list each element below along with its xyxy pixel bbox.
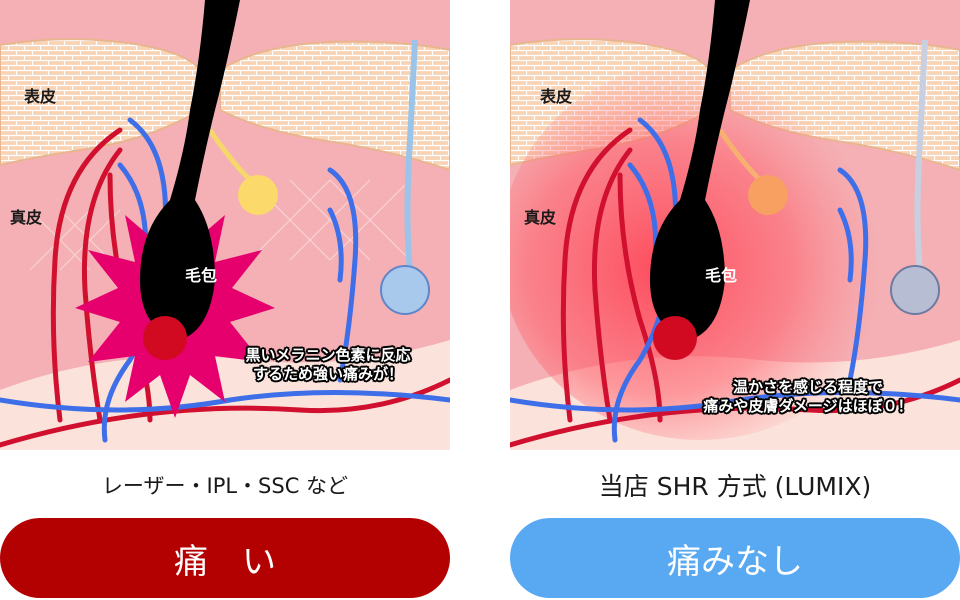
comfort-callout-line2: 痛みや皮膚ダメージはほぼ０！ [703,397,913,415]
sebaceous-gland [238,175,278,215]
sweat-gland [890,265,940,315]
dermis-label: 真皮 [10,208,43,227]
sweat-gland [380,265,430,315]
sebaceous-gland [748,175,788,215]
veins [0,117,450,443]
pain-callout-line2: するため強い痛みが！ [252,365,403,383]
shr-panel: 表皮 真皮 毛包 温かさを感じる程度で 痛みや皮膚ダメージはほぼ０！ 当店 SH… [510,0,960,600]
hair-shaft [140,0,240,340]
sweat-duct [914,39,928,271]
epidermis-label: 表皮 [540,87,573,106]
follicle-label: 毛包 [705,266,738,285]
dermis-label: 真皮 [524,208,557,227]
method-caption: 当店 SHR 方式 (LUMIX) [598,472,872,501]
epidermis-label: 表皮 [24,87,57,106]
skin-diagram-left [0,0,450,450]
hair-shaft [650,0,750,340]
hair-bulb [143,316,187,360]
follicle-label: 毛包 [185,266,218,285]
subcutaneous-layer [0,340,450,450]
pain-callout: 黒いメラニン色素に反応 するため強い痛みが！ [212,346,444,384]
comfort-callout-line1: 温かさを感じる程度で [732,378,883,396]
method-caption: レーザー・IPL・SSC など [101,474,349,498]
collagen-fibres [29,179,411,271]
painless-badge: 痛みなし [510,518,960,598]
sebaceous-duct [717,128,762,182]
arteries [0,127,450,448]
pain-callout-line1: 黒いメラニン色素に反応 [245,346,411,364]
sweat-duct [404,39,418,271]
arteries [510,127,960,448]
sebaceous-duct [207,128,252,182]
hair-bulb [653,316,697,360]
comfort-callout: 温かさを感じる程度で 痛みや皮膚ダメージはほぼ０！ [662,378,954,416]
laser-ipl-panel: 表皮 真皮 毛包 黒いメラニン色素に反応 するため強い痛みが！ レーザー・IPL… [0,0,450,600]
skin-diagram-right [510,0,960,450]
painful-badge: 痛 い [0,518,450,598]
epidermis-right-lobe [219,40,450,172]
